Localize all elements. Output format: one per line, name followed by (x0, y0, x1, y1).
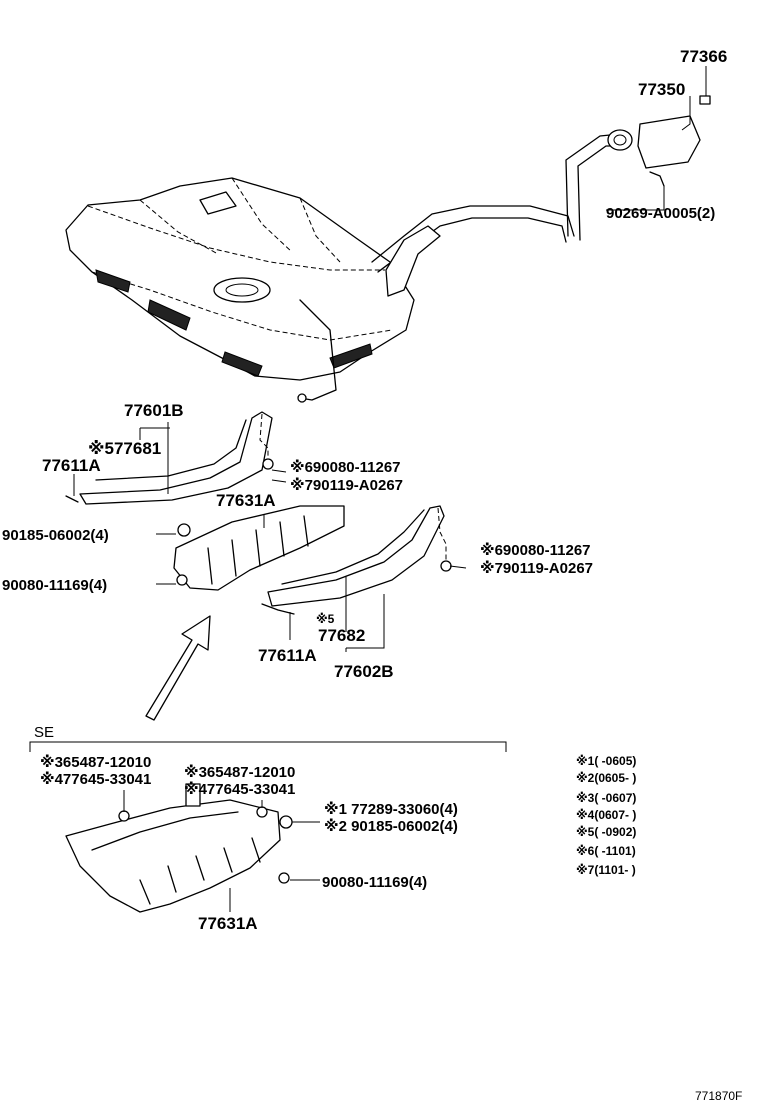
part-label-90080-11267-upper[interactable]: ※690080-11267 (290, 458, 401, 476)
part-label-se-477645-b[interactable]: ※477645-33041 (184, 780, 295, 798)
part-label-77611a-lower[interactable]: 77611A (258, 646, 317, 665)
part-label-77601b[interactable]: 77601B (124, 401, 184, 420)
note-mark-5: ※5 (316, 612, 335, 626)
part-label-77366[interactable]: 77366 (680, 47, 727, 66)
note-7: ※7(1101- ) (576, 863, 636, 877)
part-label-90185-06002[interactable]: 90185-06002(4) (2, 527, 109, 544)
note-3: ※3( -0607) (576, 791, 636, 805)
note-4: ※4(0607- ) (576, 808, 636, 822)
part-label-se-90185[interactable]: ※2 90185-06002(4) (324, 817, 458, 835)
part-label-se-77631a[interactable]: 77631A (198, 914, 258, 933)
part-label-se-90080-11169[interactable]: 90080-11169(4) (322, 874, 427, 891)
part-label-77631a-upper[interactable]: 77631A (216, 491, 276, 510)
part-label-90119-a0267-upper[interactable]: ※790119-A0267 (290, 476, 403, 494)
part-label-se-365487-b[interactable]: ※365487-12010 (184, 763, 295, 781)
tank-straps-illustration (65, 411, 452, 615)
note-1: ※1( -0605) (576, 754, 636, 768)
part-label-77682[interactable]: 77682 (318, 626, 365, 645)
part-label-90119-a0267-lower[interactable]: ※790119-A0267 (480, 559, 593, 577)
direction-arrow (145, 615, 211, 721)
part-label-90269[interactable]: 90269-A0005(2) (606, 205, 715, 222)
note-2: ※2(0605- ) (576, 771, 636, 785)
part-label-77602b[interactable]: 77602B (334, 662, 394, 681)
note-6: ※6( -1101) (576, 844, 636, 858)
se-section-title: SE (34, 724, 54, 741)
note-5: ※5( -0902) (576, 825, 636, 839)
filler-pipe-illustration (371, 95, 711, 297)
tank-protector-illustration (173, 505, 345, 591)
part-label-se-365487-a[interactable]: ※365487-12010 (40, 753, 151, 771)
se-protector-illustration (65, 783, 293, 913)
part-label-se-77289[interactable]: ※1 77289-33060(4) (324, 800, 458, 818)
part-label-90080-11169-upper[interactable]: 90080-11169(4) (2, 577, 107, 594)
fuel-tank-illustration (65, 177, 415, 403)
part-label-se-477645-a[interactable]: ※477645-33041 (40, 770, 151, 788)
part-label-77681[interactable]: ※577681 (88, 439, 161, 458)
leader-lines (73, 66, 707, 912)
se-section-bracket (29, 741, 507, 752)
part-label-77611a-upper[interactable]: 77611A (42, 456, 101, 475)
part-label-77350[interactable]: 77350 (638, 80, 685, 99)
date-notes: ※1( -0605) ※2(0605- ) ※3( -0607) ※4(0607… (576, 754, 636, 877)
diagram-code: 771870F (695, 1089, 742, 1103)
part-label-90080-11267-lower[interactable]: ※690080-11267 (480, 541, 591, 559)
